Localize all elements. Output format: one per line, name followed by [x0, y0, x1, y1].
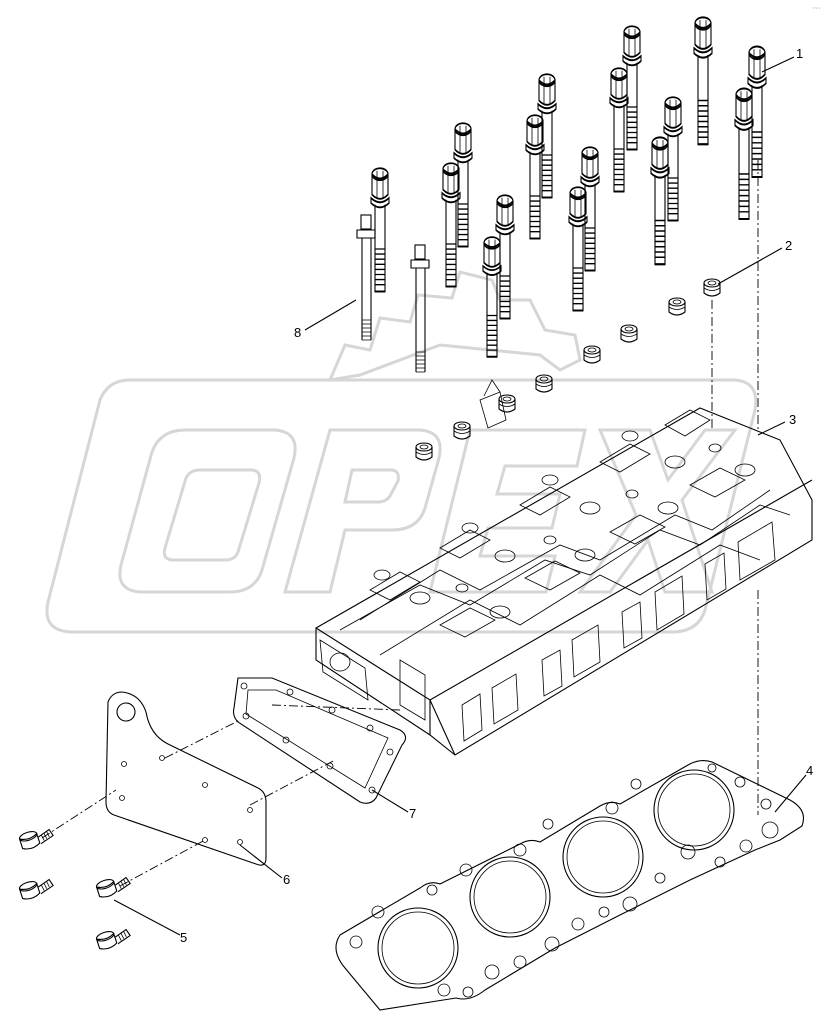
head-bolt	[537, 73, 557, 199]
stud	[356, 214, 376, 341]
callout-3: 3	[789, 412, 796, 427]
callout-5: 5	[180, 930, 187, 945]
valve-stem-seal	[703, 278, 721, 297]
valve-stem-seal	[668, 297, 686, 316]
head-bolt	[441, 162, 461, 288]
head-bolt	[525, 114, 545, 240]
valve-stem-seal	[415, 442, 433, 461]
watermark-letter-p	[283, 428, 442, 594]
callout-4: 4	[806, 763, 813, 778]
end-plate-bolt	[94, 924, 133, 952]
head-bolt	[747, 45, 767, 178]
valve-stem-seal	[583, 345, 601, 364]
callout-2: 2	[785, 238, 792, 253]
gasket-holes	[240, 682, 394, 794]
valve-stem-seals	[415, 278, 721, 461]
head-bolt	[663, 96, 683, 222]
end-cover-gasket	[232, 677, 407, 804]
callout-8: 8	[294, 325, 301, 340]
end-plate-bolt	[17, 824, 56, 852]
valve-stem-seal	[620, 324, 638, 343]
head-gasket-holes	[349, 763, 779, 998]
alignment-lines	[41, 160, 759, 887]
studs	[356, 214, 430, 373]
head-bolts	[370, 16, 767, 358]
head-bolt	[734, 87, 754, 220]
exhaust-ports	[461, 521, 776, 742]
stud	[410, 244, 430, 373]
head-bolt	[609, 67, 629, 193]
watermark-badge	[45, 378, 758, 634]
head-bolt	[693, 16, 713, 146]
head-bolt	[622, 25, 642, 151]
watermark-gear	[327, 270, 582, 382]
head-sensor	[479, 379, 507, 429]
valve-stem-seal	[535, 374, 553, 393]
end-plate-holes	[119, 755, 253, 845]
callouts: 1 2 3 4 5 6 7 8	[180, 46, 813, 945]
end-plate-bolt	[94, 872, 133, 900]
head-bolt	[568, 186, 588, 312]
head-bolt	[453, 122, 473, 248]
callout-leaders	[113, 56, 807, 936]
head-bosses	[373, 430, 756, 619]
end-plate-bolts	[17, 824, 133, 952]
callout-1: 1	[796, 46, 803, 61]
callout-6: 6	[283, 872, 290, 887]
watermark-letter-e	[428, 428, 587, 594]
watermark-letter-x	[577, 428, 739, 594]
head-gasket	[335, 759, 805, 1011]
callout-7: 7	[409, 806, 416, 821]
corner-tag: ~~~	[812, 6, 821, 12]
watermark	[45, 270, 758, 634]
end-plate	[105, 691, 267, 866]
cylinder-head	[315, 379, 813, 756]
head-bolt	[650, 136, 670, 266]
watermark-letter-o	[118, 428, 297, 594]
end-plate-bolt	[17, 874, 56, 902]
head-bolt	[580, 146, 600, 272]
